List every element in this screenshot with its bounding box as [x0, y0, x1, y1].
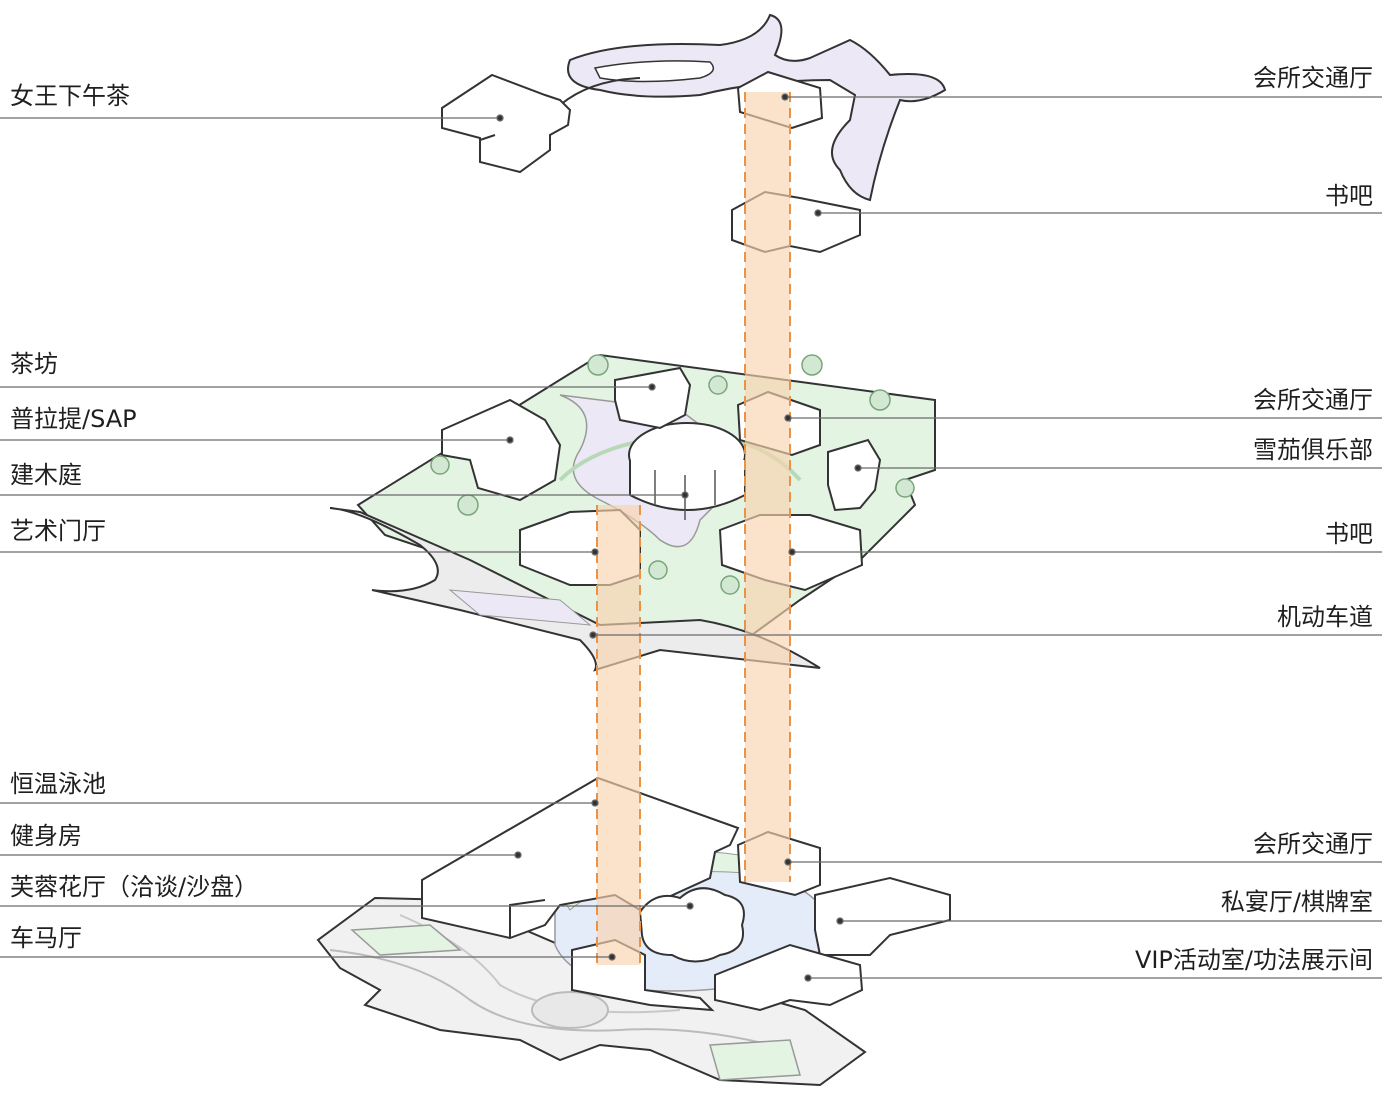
roundabout: [531, 991, 609, 1029]
banquet-wing: [814, 876, 951, 956]
label-gym: 健身房: [10, 822, 82, 850]
core-left: [597, 505, 640, 965]
cigar-club-block: [827, 438, 882, 512]
leader-lines: [0, 93, 1382, 982]
label-cigar-club: 雪茄俱乐部: [1253, 436, 1373, 464]
vip-wing: [714, 943, 864, 1012]
bottom-road-curve: [329, 949, 791, 1051]
core-right: [745, 92, 790, 882]
label-pilates: 普拉提/SAP: [10, 405, 137, 433]
label-hibiscus-hall: 芙蓉花厅（洽谈/沙盘）: [10, 873, 259, 901]
label-private-banquet: 私宴厅/棋牌室: [1220, 888, 1373, 916]
label-book-bar-top: 书吧: [1325, 182, 1373, 210]
queen-tea-block: [441, 73, 572, 174]
top-walkway: [559, 77, 641, 106]
vertical-cores: [596, 92, 791, 965]
pavilion-base: [629, 460, 746, 511]
label-queen-tea: 女王下午茶: [10, 82, 130, 110]
label-vip-room: VIP活动室/功法展示间: [1134, 946, 1373, 974]
top-level: [441, 13, 947, 254]
label-carriage-hall: 车马厅: [10, 924, 82, 952]
label-club-circulation-low: 会所交通厅: [1253, 830, 1373, 858]
label-club-circulation-mid: 会所交通厅: [1253, 386, 1373, 414]
label-tea-house: 茶坊: [10, 350, 58, 378]
pilates-block: [441, 398, 562, 502]
label-club-circulation-top: 会所交通厅: [1253, 64, 1373, 92]
top-inner-loop: [593, 60, 715, 83]
tea-house-block: [614, 366, 692, 430]
middle-trees: [430, 354, 915, 595]
hibiscus-hall-block: [638, 887, 745, 963]
label-book-bar-mid: 书吧: [1325, 520, 1373, 548]
label-vehicle-lane: 机动车道: [1277, 603, 1373, 631]
middle-purple-path-2: [448, 589, 592, 626]
label-art-lobby: 艺术门厅: [10, 517, 106, 545]
bottom-green-patch-right: [709, 1039, 801, 1081]
label-wood-court: 建木庭: [10, 461, 82, 489]
label-pool: 恒温泳池: [10, 770, 106, 798]
bottom-green-patch-left: [350, 924, 462, 956]
